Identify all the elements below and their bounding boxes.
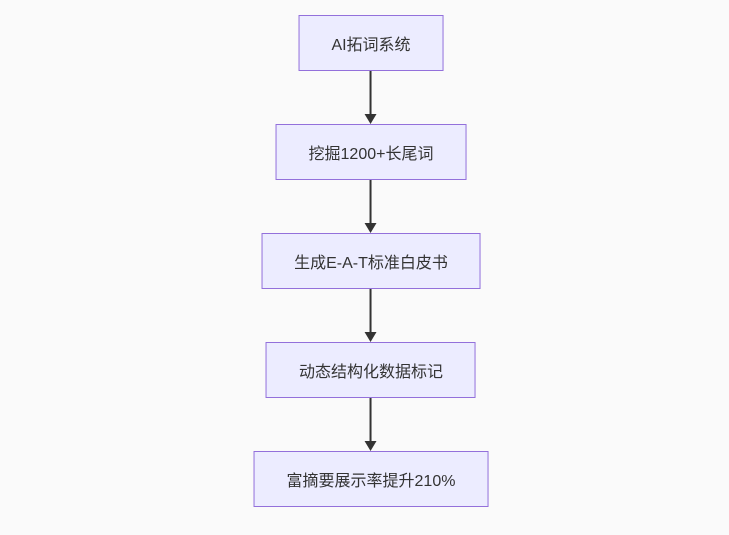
flow-node-eat-whitepaper: 生成E-A-T标准白皮书 bbox=[261, 233, 481, 289]
arrow-head-down-icon bbox=[365, 114, 377, 124]
flow-node-label: 挖掘1200+长尾词 bbox=[308, 146, 434, 163]
flowchart: AI拓词系统 挖掘1200+长尾词 生成E-A-T标准白皮书 动态结构化数据标记 bbox=[253, 15, 489, 507]
flow-node-ai-word-expansion: AI拓词系统 bbox=[298, 15, 444, 71]
flow-node-longtail-mining: 挖掘1200+长尾词 bbox=[275, 124, 467, 180]
flow-arrow-1 bbox=[365, 71, 377, 124]
flow-node-label: AI拓词系统 bbox=[331, 37, 411, 54]
flow-node-label: 生成E-A-T标准白皮书 bbox=[294, 255, 448, 272]
arrow-line bbox=[370, 289, 372, 333]
arrow-head-down-icon bbox=[365, 332, 377, 342]
arrow-line bbox=[370, 71, 372, 115]
flow-node-label: 动态结构化数据标记 bbox=[298, 364, 443, 381]
flow-arrow-2 bbox=[365, 180, 377, 233]
flow-node-structured-data-markup: 动态结构化数据标记 bbox=[265, 342, 476, 398]
flow-node-label: 富摘要展示率提升210% bbox=[286, 473, 456, 490]
arrow-head-down-icon bbox=[365, 441, 377, 451]
flow-arrow-3 bbox=[365, 289, 377, 342]
arrow-line bbox=[370, 398, 372, 442]
flow-arrow-4 bbox=[365, 398, 377, 451]
arrow-line bbox=[370, 180, 372, 224]
arrow-head-down-icon bbox=[365, 223, 377, 233]
flow-node-rich-snippet-result: 富摘要展示率提升210% bbox=[253, 451, 489, 507]
